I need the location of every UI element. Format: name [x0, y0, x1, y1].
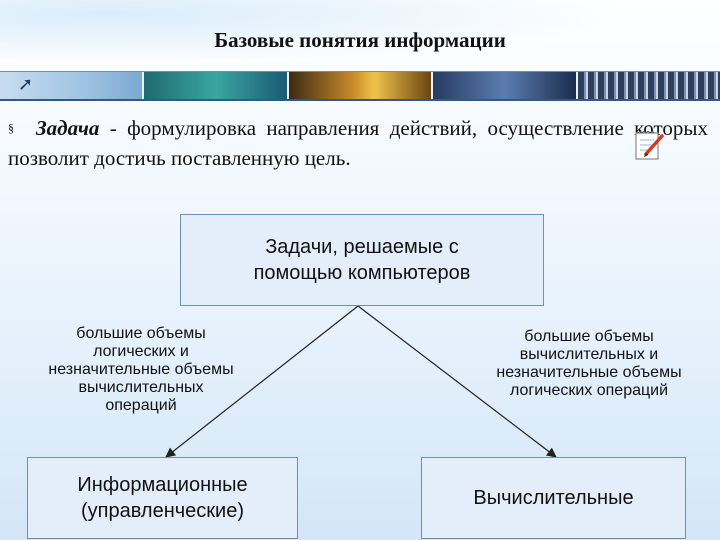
left-branch-label: большие объемы логических и незначительн… [48, 325, 234, 414]
tasks-box: Задачи, решаемые с помощью компьютеров [180, 214, 544, 306]
computational-box-label: Вычислительные [473, 487, 634, 509]
banner-image-keyboard [577, 72, 720, 99]
banner-image-monitor [144, 72, 289, 99]
banner-image-arrow: ➚ [0, 72, 145, 99]
arrow-to-left-box [165, 305, 359, 458]
informational-box-label: Информационные (управленческие) [77, 474, 248, 522]
notepad-pencil-icon [635, 131, 664, 160]
tasks-box-label: Задачи, решаемые с помощью компьютеров [253, 236, 471, 284]
definition-term: Задача [36, 116, 100, 140]
computational-box: Вычислительные [421, 457, 686, 539]
slide-title: Базовые понятия информации [214, 28, 506, 52]
header-banner: ➚ [0, 71, 720, 101]
informational-box: Информационные (управленческие) [27, 457, 298, 539]
banner-image-office [433, 72, 578, 99]
arrow-icon: ➚ [18, 74, 34, 94]
arrow-to-right-box [357, 305, 557, 458]
banner-image-gears [288, 72, 434, 99]
header-background [0, 0, 720, 70]
definition-text: - формулировка направления действий, осу… [8, 116, 708, 170]
definition-paragraph: § Задача - формулировка направления дейст… [8, 113, 708, 173]
bullet-icon: § [8, 121, 14, 135]
right-branch-label: большие объемы вычислительных и незначит… [496, 328, 682, 399]
